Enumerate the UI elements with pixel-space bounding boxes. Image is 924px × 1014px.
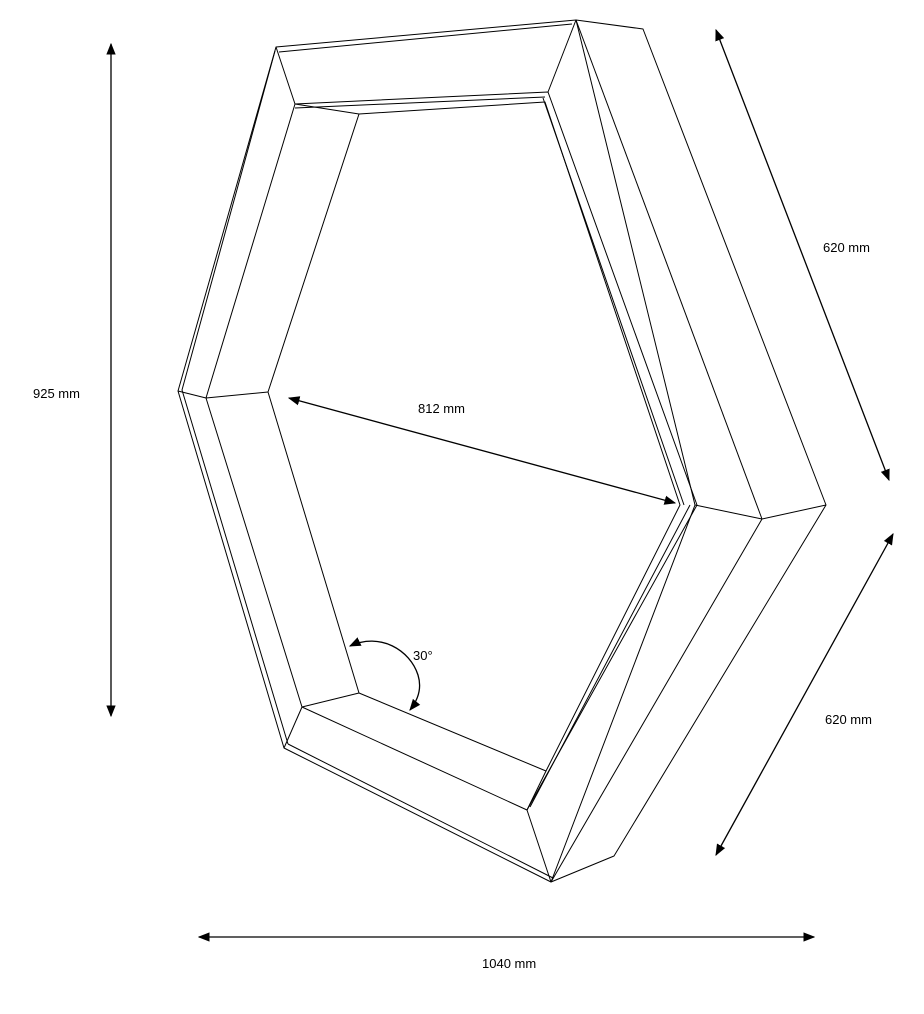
dimension-labels: 925 mm 1040 mm 620 mm 620 mm 812 mm 30° bbox=[33, 240, 872, 971]
inner-front-edge bbox=[205, 91, 698, 811]
upper-side-dimension-arrow bbox=[715, 28, 890, 482]
angle-arc-arrow bbox=[348, 637, 421, 711]
bevel-corner-right bbox=[694, 504, 763, 520]
outer-rim-bottom-double bbox=[287, 743, 554, 879]
height-label: 925 mm bbox=[33, 386, 80, 401]
lower-side-label: 620 mm bbox=[825, 712, 872, 727]
side-depth-outline bbox=[550, 19, 827, 883]
side-depth-upper-face bbox=[575, 19, 763, 520]
side-depth-back-line bbox=[761, 504, 827, 520]
bevel-corner-bottom bbox=[526, 809, 552, 883]
inner-opening bbox=[267, 101, 681, 772]
hexagon-frame bbox=[177, 19, 827, 883]
outer-rim-inner-line bbox=[278, 23, 573, 53]
inner-diagonal-dimension-arrow bbox=[287, 396, 677, 505]
depth-corner-top-left bbox=[294, 103, 360, 115]
width-label: 1040 mm bbox=[482, 956, 536, 971]
bevel-corner-top-right bbox=[547, 19, 577, 93]
bevel-corner-bottom-left bbox=[283, 706, 303, 749]
opening-double-lower bbox=[529, 504, 691, 808]
inner-diagonal-label: 812 mm bbox=[418, 401, 465, 416]
side-depth-lower-face bbox=[550, 518, 763, 883]
lower-side-dimension-arrow bbox=[715, 532, 894, 857]
bevel-corner-left bbox=[177, 390, 207, 399]
opening-double-right bbox=[542, 97, 685, 506]
depth-corner-bottom-left bbox=[301, 692, 360, 708]
depth-corner-left bbox=[205, 391, 269, 399]
opening-double-top bbox=[294, 96, 546, 109]
angle-label: 30° bbox=[413, 648, 433, 663]
dimension-lines bbox=[106, 28, 894, 942]
bevel-corner-top-left bbox=[275, 46, 296, 105]
outer-front-rim bbox=[177, 19, 696, 883]
depth-corner-bottom bbox=[526, 770, 547, 811]
upper-side-label: 620 mm bbox=[823, 240, 870, 255]
outer-rim-left-double bbox=[181, 50, 289, 745]
